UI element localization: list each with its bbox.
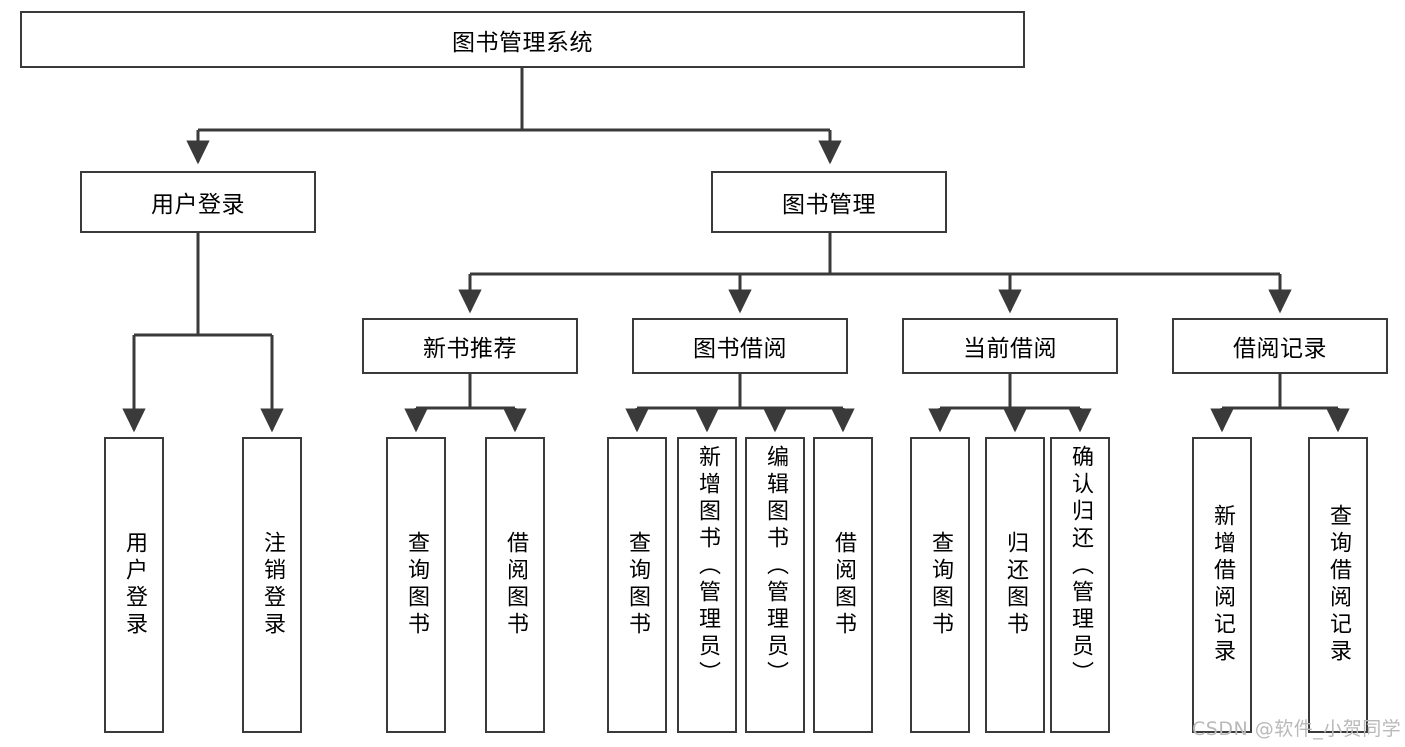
node-leaf-borrow-book-new[interactable]: 借阅图书 (485, 437, 545, 733)
node-leaf-edit-book-admin[interactable]: 编辑图书（管理员） (745, 437, 805, 733)
node-leaf-query-book-current[interactable]: 查询图书 (910, 437, 970, 733)
node-leaf-add-borrow-record-label: 新增借阅记录 (1210, 504, 1235, 666)
node-leaf-add-borrow-record[interactable]: 新增借阅记录 (1192, 437, 1252, 733)
node-leaf-query-borrow-record[interactable]: 查询借阅记录 (1308, 437, 1368, 733)
node-leaf-query-borrow-record-label: 查询借阅记录 (1326, 504, 1351, 666)
node-borrow-record-label: 借阅记录 (1233, 336, 1327, 362)
node-leaf-add-book-admin[interactable]: 新增图书（管理员） (677, 437, 737, 733)
node-leaf-borrow-book[interactable]: 借阅图书 (813, 437, 873, 733)
node-current-borrow-label: 当前借阅 (963, 336, 1057, 362)
node-borrow-record[interactable]: 借阅记录 (1172, 318, 1388, 374)
node-user-login-label: 用户登录 (151, 192, 245, 218)
node-current-borrow[interactable]: 当前借阅 (902, 318, 1118, 374)
node-leaf-edit-book-admin-label: 编辑图书（管理员） (763, 445, 788, 688)
node-leaf-confirm-return-admin-label: 确认归还（管理员） (1068, 445, 1093, 688)
node-leaf-return-book[interactable]: 归还图书 (985, 437, 1045, 733)
node-leaf-query-book-new-label: 查询图书 (404, 531, 429, 639)
node-new-book-recommend[interactable]: 新书推荐 (362, 318, 578, 374)
node-user-login[interactable]: 用户登录 (80, 171, 316, 233)
node-book-manage-label: 图书管理 (782, 192, 876, 218)
node-new-book-recommend-label: 新书推荐 (423, 336, 517, 362)
node-leaf-logout-label: 注销登录 (260, 531, 285, 639)
node-root-label: 图书管理系统 (452, 29, 593, 56)
node-leaf-borrow-book-new-label: 借阅图书 (503, 531, 528, 639)
node-leaf-user-login[interactable]: 用户登录 (104, 437, 164, 733)
node-leaf-confirm-return-admin[interactable]: 确认归还（管理员） (1050, 437, 1110, 733)
node-book-borrow-label: 图书借阅 (693, 336, 787, 362)
node-leaf-query-book-borrow[interactable]: 查询图书 (607, 437, 667, 733)
node-book-borrow[interactable]: 图书借阅 (632, 318, 848, 374)
node-leaf-query-book-current-label: 查询图书 (928, 531, 953, 639)
node-leaf-query-book-borrow-label: 查询图书 (625, 531, 650, 639)
node-leaf-return-book-label: 归还图书 (1003, 531, 1028, 639)
node-root[interactable]: 图书管理系统 (20, 11, 1025, 68)
node-leaf-user-login-label: 用户登录 (122, 531, 147, 639)
watermark-text: CSDN @软件_小贺同学 (1192, 718, 1402, 740)
watermark: CSDN @软件_小贺同学 (1192, 714, 1401, 741)
node-leaf-add-book-admin-label: 新增图书（管理员） (695, 445, 720, 688)
node-leaf-query-book-new[interactable]: 查询图书 (386, 437, 446, 733)
node-book-manage[interactable]: 图书管理 (711, 171, 947, 233)
node-leaf-borrow-book-label: 借阅图书 (831, 531, 856, 639)
node-leaf-logout[interactable]: 注销登录 (242, 437, 302, 733)
